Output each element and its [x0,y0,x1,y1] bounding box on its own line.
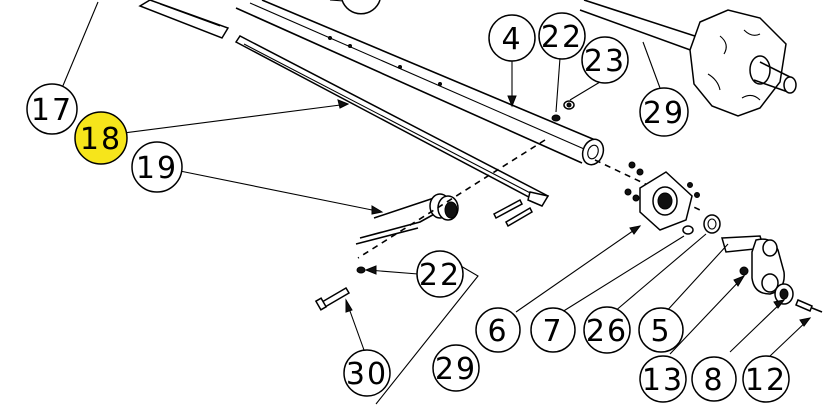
callout-22-upper[interactable]: 22 [538,12,586,60]
callout-partial-top [341,0,381,15]
callout-17-label: 17 [31,93,73,128]
callout-4[interactable]: 4 [488,14,536,62]
bearing-flange [624,161,721,235]
callout-29-upper[interactable]: 29 [639,87,689,137]
callout-22-lower[interactable]: 22 [416,250,464,298]
crank-arm [721,235,785,295]
callout-7-label: 7 [542,314,563,349]
reel-assembly [579,0,797,117]
callout-5-label: 5 [650,314,671,349]
roller-and-bolt [774,283,823,313]
callout-8-label: 8 [703,363,724,398]
callout-6-label: 6 [487,314,508,349]
callout-29-lower[interactable]: 29 [432,344,480,392]
callout-12-label: 12 [745,363,787,398]
callout-23[interactable]: 23 [581,36,629,84]
callout-23-label: 23 [584,44,626,79]
callout-26-label: 26 [586,314,628,349]
callout-19-label: 19 [136,151,178,186]
callout-4-label: 4 [501,22,522,57]
shaft-hardware [551,100,575,122]
bolt [314,266,366,311]
callout-29-upper-label: 29 [643,96,685,131]
callout-13-label: 13 [642,363,684,398]
callout-26[interactable]: 26 [583,306,631,354]
callout-17[interactable]: 17 [26,83,78,135]
callout-18-label: 18 [80,122,122,157]
callout-5[interactable]: 5 [638,307,684,353]
callout-18[interactable]: 18 [74,111,128,165]
callout-13[interactable]: 13 [639,355,687,403]
callout-12[interactable]: 12 [742,355,790,403]
angle-strip [234,35,550,207]
callout-30[interactable]: 30 [343,349,391,397]
torsion-spring [355,193,459,245]
callout-30-label: 30 [346,357,388,392]
callout-29-lower-label: 29 [435,352,477,387]
flat-bar-upper [138,0,230,39]
callout-22-lower-label: 22 [419,258,461,293]
callout-6[interactable]: 6 [475,307,521,353]
main-shaft [235,0,605,166]
pins [493,198,533,228]
callout-8[interactable]: 8 [691,356,737,402]
callout-7[interactable]: 7 [530,307,576,353]
callout-19[interactable]: 19 [131,141,183,193]
callout-18-highlight [74,111,128,165]
callout-22-upper-label: 22 [541,20,583,55]
